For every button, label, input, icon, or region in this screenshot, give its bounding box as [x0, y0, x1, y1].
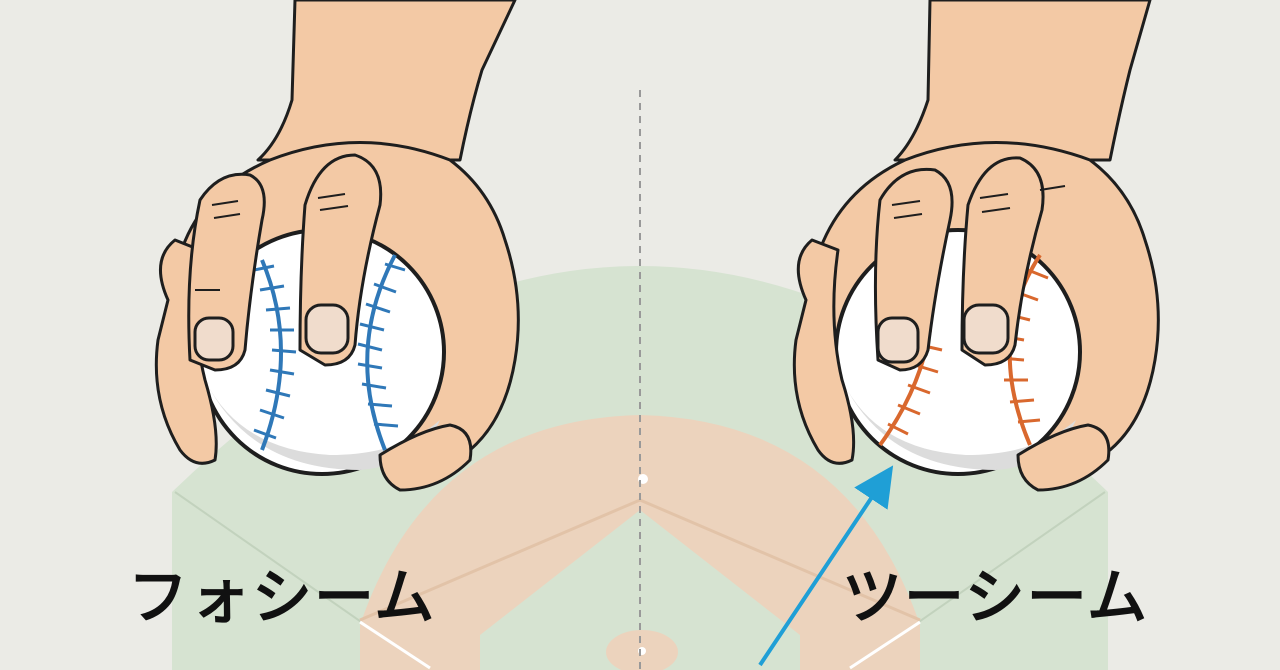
- baseline-right: [849, 620, 921, 670]
- hand-gripping-baseball-four-seam-icon: [154, 0, 520, 492]
- four-seam-label: フォシーム: [128, 563, 437, 633]
- hand-gripping-baseball-two-seam-icon: [792, 0, 1160, 492]
- arrow-icon: [758, 465, 894, 667]
- baseline-left: [359, 620, 431, 670]
- two-seam-label: ツーシーム: [842, 563, 1149, 633]
